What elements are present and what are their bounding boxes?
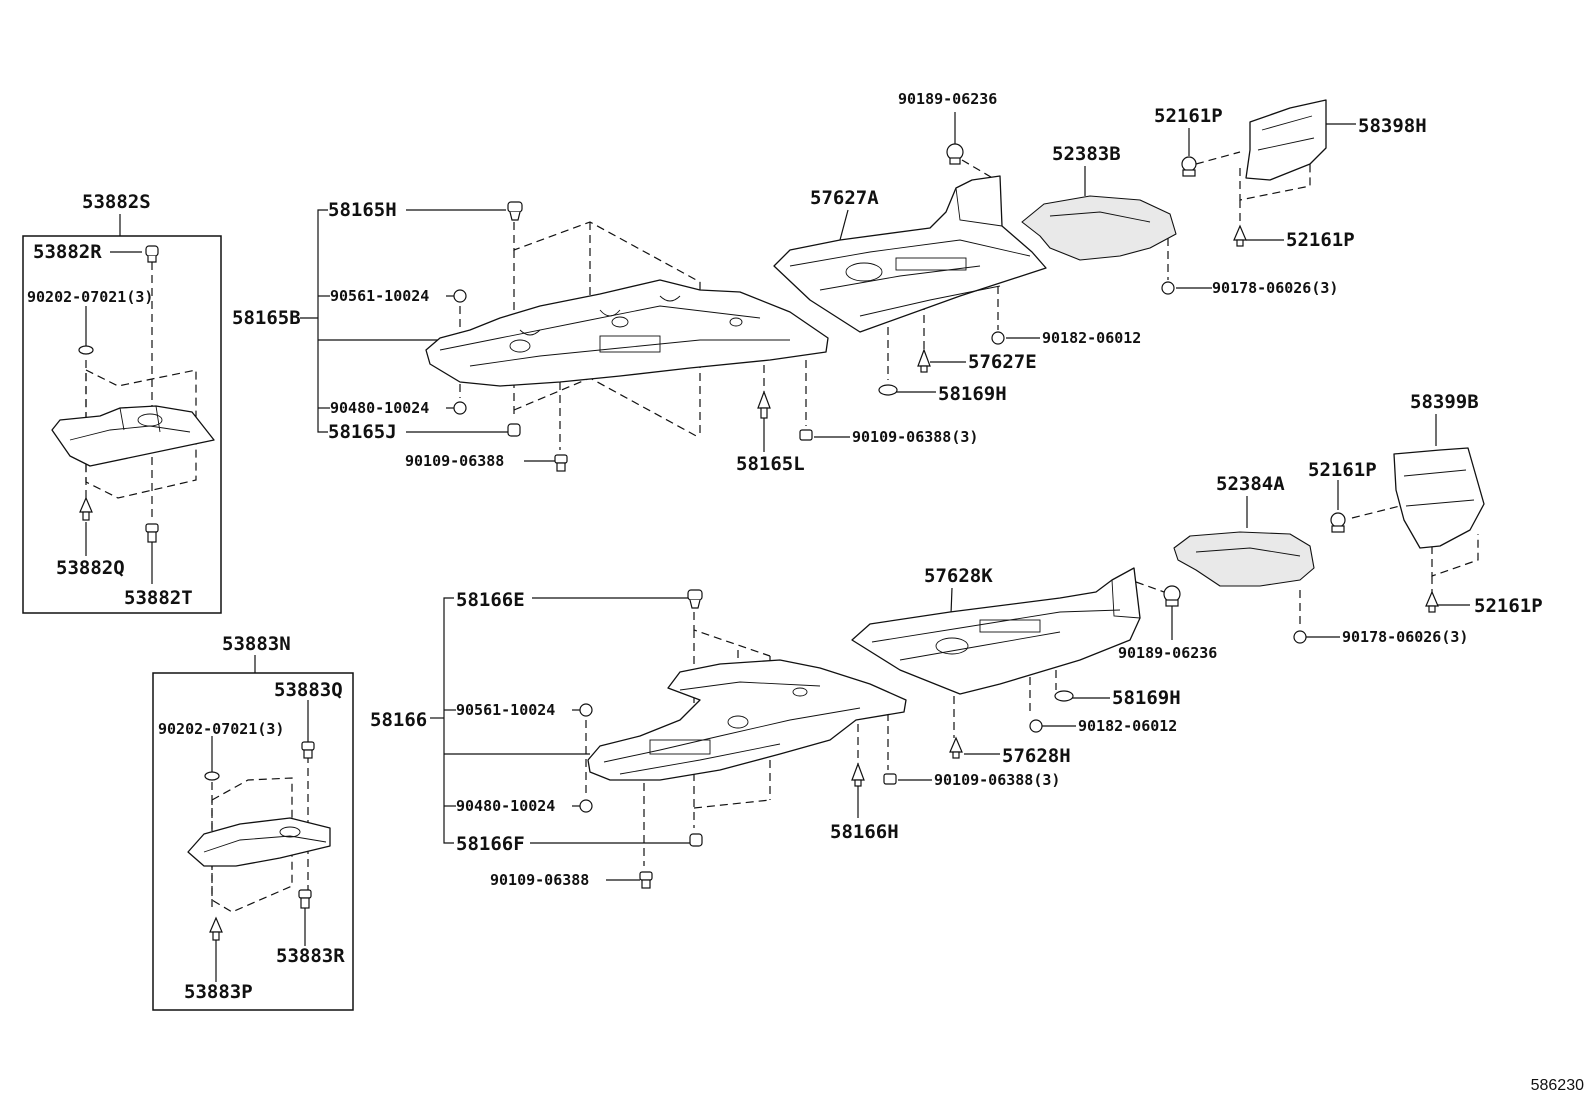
pin-clip-icon xyxy=(917,348,931,373)
callout-58399B: 58399B xyxy=(1410,391,1479,413)
callout-90109-06388-3-a: 90109-06388(3) xyxy=(852,428,978,446)
callout-90480-10024-b: 90480-10024 xyxy=(456,797,555,815)
bolt-icon xyxy=(554,454,568,472)
clip-icon xyxy=(145,245,159,263)
bolt-icon xyxy=(799,429,813,441)
callout-58166F: 58166F xyxy=(456,833,525,855)
callout-52161P-d: 52161P xyxy=(1474,595,1543,617)
callout-58166E: 58166E xyxy=(456,589,525,611)
clip-icon xyxy=(687,589,703,609)
grommet-icon xyxy=(78,345,94,355)
screw-icon xyxy=(145,523,159,543)
callout-58166: 58166 xyxy=(370,709,427,731)
nut-icon xyxy=(453,401,467,415)
callout-90182-06012-a: 90182-06012 xyxy=(1042,329,1141,347)
leader-lines xyxy=(85,112,1470,982)
callout-90561-10024-b: 90561-10024 xyxy=(456,701,555,719)
clip-icon xyxy=(507,201,523,221)
nut-icon xyxy=(579,799,593,813)
callout-53882R: 53882R xyxy=(33,241,102,263)
figure-number: 586230 xyxy=(1531,1077,1584,1094)
callout-57628K: 57628K xyxy=(924,565,993,587)
callout-58169H-a: 58169H xyxy=(938,383,1007,405)
nut-icon xyxy=(1161,281,1175,295)
clip-icon xyxy=(1181,156,1197,177)
callout-53882S: 53882S xyxy=(82,191,151,213)
nut-icon xyxy=(1293,630,1307,644)
callout-90189-06236-a: 90189-06236 xyxy=(898,90,997,108)
callout-53883Q: 53883Q xyxy=(274,679,343,701)
grommet-icon xyxy=(204,771,220,781)
callout-58165J: 58165J xyxy=(328,421,397,443)
nut-icon xyxy=(1029,719,1043,733)
callout-58165L: 58165L xyxy=(736,453,805,475)
callout-53883R: 53883R xyxy=(276,945,345,967)
callout-58165B: 58165B xyxy=(232,307,301,329)
callout-58166H: 58166H xyxy=(830,821,899,843)
callout-52383B: 52383B xyxy=(1052,143,1121,165)
callout-58169H-b: 58169H xyxy=(1112,687,1181,709)
screw-icon xyxy=(301,741,315,759)
callout-58165H: 58165H xyxy=(328,199,397,221)
clip-icon xyxy=(1163,585,1181,607)
callout-90109-06388-3-b: 90109-06388(3) xyxy=(934,771,1060,789)
callout-53883N: 53883N xyxy=(222,633,291,655)
fasteners xyxy=(78,143,1439,941)
callout-52161P-b: 52161P xyxy=(1286,229,1355,251)
grommet-icon xyxy=(1054,690,1074,702)
pin-clip-icon xyxy=(1233,224,1247,247)
callout-90182-06012-b: 90182-06012 xyxy=(1078,717,1177,735)
callout-90561-10024-a: 90561-10024 xyxy=(330,287,429,305)
bolt-icon xyxy=(883,773,897,785)
callout-58398H: 58398H xyxy=(1358,115,1427,137)
nut-icon xyxy=(453,289,467,303)
pin-clip-icon xyxy=(757,390,771,419)
callout-90189-06236-b: 90189-06236 xyxy=(1118,644,1217,662)
pin-clip-icon xyxy=(1425,590,1439,613)
callout-90178-06026-3-a: 90178-06026(3) xyxy=(1212,279,1338,297)
callout-90109-06388-b: 90109-06388 xyxy=(490,871,589,889)
screw-icon xyxy=(298,889,312,909)
callout-labels: 53882S 53882R 90202-07021(3) 53882Q 5388… xyxy=(27,90,1543,1003)
pin-clip-icon xyxy=(209,916,223,941)
pin-clip-icon xyxy=(79,496,93,521)
callout-52161P-a: 52161P xyxy=(1154,105,1223,127)
clip-icon xyxy=(946,143,964,165)
clip-icon xyxy=(1330,512,1346,533)
callout-53883P: 53883P xyxy=(184,981,253,1003)
callout-90202-07021-a: 90202-07021(3) xyxy=(27,288,153,306)
callout-53882T: 53882T xyxy=(124,587,193,609)
callout-90109-06388-a: 90109-06388 xyxy=(405,452,504,470)
pin-clip-icon xyxy=(851,762,865,787)
bolt-icon xyxy=(639,871,653,889)
callout-90202-07021-b: 90202-07021(3) xyxy=(158,720,284,738)
callout-57628H: 57628H xyxy=(1002,745,1071,767)
panels xyxy=(51,99,1485,867)
callout-52384A: 52384A xyxy=(1216,473,1285,495)
nut-icon xyxy=(991,331,1005,345)
grommet-icon xyxy=(878,384,898,396)
nut-icon xyxy=(579,703,593,717)
callout-90178-06026-3-b: 90178-06026(3) xyxy=(1342,628,1468,646)
callout-57627A: 57627A xyxy=(810,187,879,209)
group-frame-53883N xyxy=(152,672,354,1011)
callout-53882Q: 53882Q xyxy=(56,557,125,579)
clip-icon xyxy=(507,423,521,437)
callout-57627E: 57627E xyxy=(968,351,1037,373)
group-frame-53882S xyxy=(22,235,222,614)
callout-90480-10024-a: 90480-10024 xyxy=(330,399,429,417)
pin-clip-icon xyxy=(949,736,963,759)
callout-52161P-c: 52161P xyxy=(1308,459,1377,481)
clip-icon xyxy=(689,833,703,847)
